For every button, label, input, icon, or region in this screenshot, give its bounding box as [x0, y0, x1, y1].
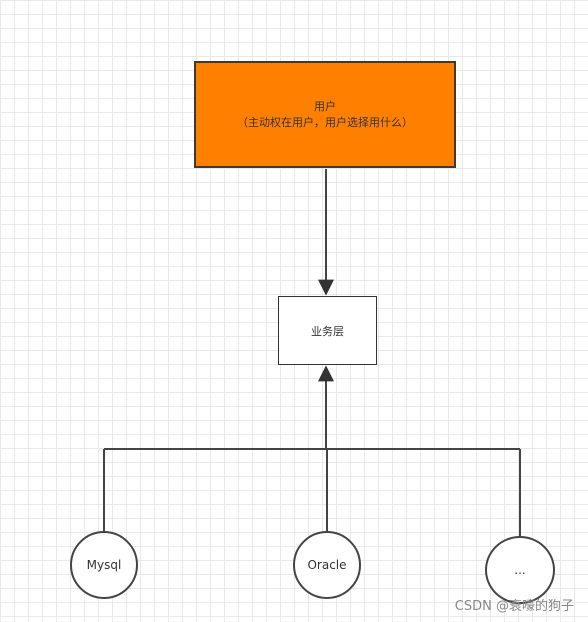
oracle-node: Oracle [293, 531, 361, 599]
user-node: 用户 （主动权在用户，用户选择用什么） [194, 61, 456, 168]
mysql-node: Mysql [70, 531, 138, 599]
business-layer-node: 业务层 [278, 296, 377, 365]
other-db-node: ... [485, 536, 555, 604]
oracle-label: Oracle [307, 558, 347, 572]
business-layer-label: 业务层 [311, 324, 344, 338]
user-node-subtitle: （主动权在用户，用户选择用什么） [237, 115, 413, 129]
other-db-label: ... [514, 563, 526, 577]
user-node-title: 用户 [314, 99, 336, 113]
watermark: CSDN @衰嚎的狗子 [454, 599, 574, 614]
mysql-label: Mysql [86, 558, 122, 572]
